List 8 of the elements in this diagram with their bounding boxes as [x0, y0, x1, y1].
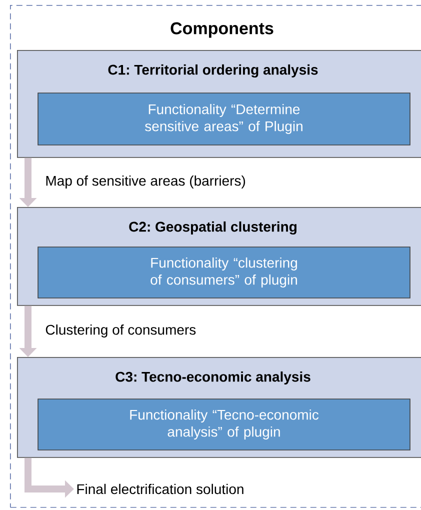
function-box: Functionality “Determine sensitive areas” of Plugin: [38, 92, 410, 146]
function-box: Functionality “clustering of consumers” of plugin: [38, 246, 410, 298]
function-box: Functionality “Tecno-economic analysis” of plugin: [38, 398, 410, 450]
edge-label: Map of sensitive areas (barriers): [44, 174, 247, 190]
dashed-frame: [10, 4, 421, 508]
edge-label: Clustering of consumers: [44, 323, 198, 339]
title: Components: [170, 22, 274, 38]
output-text: Final electrification solution: [77, 484, 244, 494]
